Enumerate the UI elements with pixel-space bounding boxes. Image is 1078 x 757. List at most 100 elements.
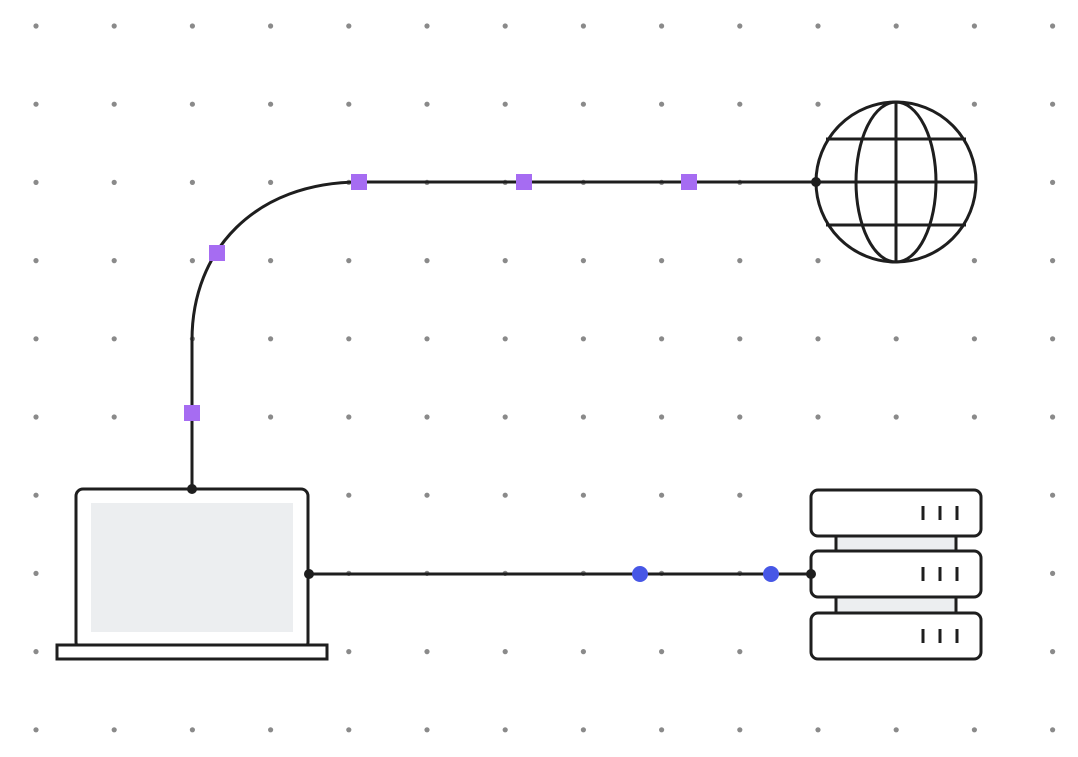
globe-icon[interactable] xyxy=(814,100,978,264)
grid-dot xyxy=(737,727,743,733)
grid-dot xyxy=(1050,727,1056,733)
grid-dot xyxy=(737,258,743,264)
grid-dot xyxy=(111,414,117,420)
grid-dot xyxy=(1050,492,1056,498)
server-unit xyxy=(809,549,983,599)
grid-dot xyxy=(502,258,508,264)
grid-dot xyxy=(33,570,39,577)
grid-dot xyxy=(815,414,821,420)
grid-dot xyxy=(580,727,587,733)
grid-dot xyxy=(346,492,352,498)
grid-dot xyxy=(1050,570,1056,577)
grid-dot xyxy=(502,727,508,733)
grid-dot xyxy=(815,101,821,107)
grid-dot xyxy=(111,258,117,264)
server-stack-icon[interactable] xyxy=(809,488,983,661)
grid-dot xyxy=(424,727,430,733)
grid-dot xyxy=(189,258,195,264)
grid-dot xyxy=(580,23,587,29)
grid-dot xyxy=(33,23,39,29)
grid-dot xyxy=(189,727,195,733)
grid-dot xyxy=(502,649,508,655)
edge-laptop-to-server[interactable] xyxy=(309,566,811,582)
grid-dot xyxy=(424,101,430,107)
grid-dot xyxy=(33,258,39,264)
grid-dot xyxy=(346,101,352,107)
grid-dot xyxy=(893,336,899,342)
grid-dot xyxy=(1050,23,1056,29)
grid-dot xyxy=(424,336,430,342)
grid-dot xyxy=(580,414,587,420)
grid-dot xyxy=(502,492,508,498)
grid-dot xyxy=(815,727,821,733)
grid-dot xyxy=(268,23,274,29)
grid-dot xyxy=(33,727,39,733)
connector-line[interactable] xyxy=(190,180,816,489)
grid-dot xyxy=(33,414,39,420)
server-unit xyxy=(809,611,983,661)
grid-dot xyxy=(33,649,39,655)
grid-dot xyxy=(971,258,978,264)
grid-dot xyxy=(111,179,117,185)
grid-dot xyxy=(346,414,352,420)
grid-dot xyxy=(737,336,743,342)
grid-dot xyxy=(659,492,665,498)
grid-dot xyxy=(33,101,39,107)
laptop-icon[interactable] xyxy=(55,487,329,661)
grid-dot xyxy=(580,649,587,655)
grid-dot xyxy=(815,336,821,342)
grid-dot xyxy=(189,23,195,29)
grid-dot xyxy=(1050,414,1056,420)
connection-anchor[interactable] xyxy=(304,569,314,579)
grid-dot xyxy=(659,727,665,733)
grid-dot xyxy=(971,101,978,107)
grid-dot xyxy=(189,101,195,107)
grid-dot xyxy=(502,336,508,342)
grid-dot xyxy=(659,336,665,342)
grid-dot xyxy=(893,727,899,733)
grid-dot xyxy=(737,23,743,29)
grid-dot xyxy=(737,649,743,655)
grid-dot xyxy=(502,414,508,420)
edge-handle[interactable] xyxy=(516,174,532,190)
grid-dot xyxy=(189,179,195,185)
connection-anchor[interactable] xyxy=(806,569,816,579)
grid-dot xyxy=(1050,649,1056,655)
edge-handle[interactable] xyxy=(763,566,779,582)
grid-dot xyxy=(346,258,352,264)
laptop-base xyxy=(55,643,329,661)
edge-laptop-to-globe[interactable] xyxy=(184,174,816,489)
grid-dot xyxy=(268,336,274,342)
edge-handle[interactable] xyxy=(681,174,697,190)
grid-dot xyxy=(580,336,587,342)
edge-handle[interactable] xyxy=(632,566,648,582)
edge-handle[interactable] xyxy=(209,245,225,261)
grid-dot xyxy=(737,492,743,498)
laptop-screen xyxy=(91,503,293,632)
grid-dot xyxy=(424,258,430,264)
grid-dot xyxy=(659,258,665,264)
grid-dot xyxy=(971,336,978,342)
edge-handle[interactable] xyxy=(351,174,367,190)
connection-anchor[interactable] xyxy=(811,177,821,187)
grid-dot xyxy=(424,414,430,420)
grid-dot xyxy=(268,258,274,264)
server-unit xyxy=(809,488,983,538)
edge-handle[interactable] xyxy=(184,405,200,421)
grid-dot xyxy=(893,414,899,420)
grid-dot xyxy=(424,23,430,29)
grid-dot xyxy=(659,101,665,107)
grid-dot xyxy=(424,649,430,655)
grid-dot xyxy=(1050,258,1056,264)
grid-dot xyxy=(346,649,352,655)
grid-dot xyxy=(346,727,352,733)
grid-dot xyxy=(33,492,39,498)
grid-dot xyxy=(580,258,587,264)
connection-anchor[interactable] xyxy=(187,484,197,494)
grid-dot xyxy=(111,727,117,733)
grid-dot xyxy=(580,492,587,498)
grid-dot xyxy=(580,101,587,107)
grid-dot xyxy=(1050,179,1056,185)
grid-dot xyxy=(1050,336,1056,342)
